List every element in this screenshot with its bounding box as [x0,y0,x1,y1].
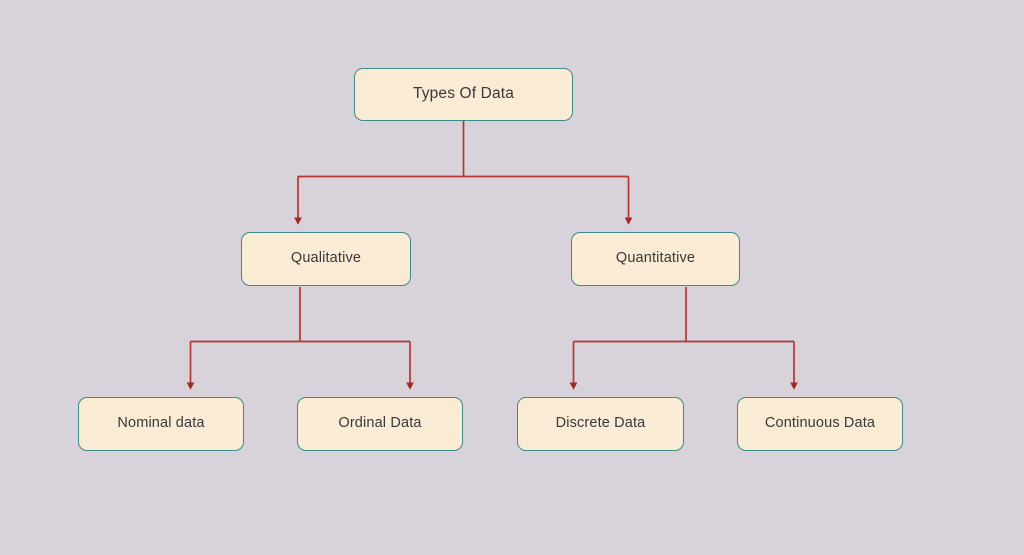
node-label: Quantitative [615,250,696,267]
node-ordinal-data[interactable]: Ordinal Data [297,397,463,451]
node-qualitative[interactable]: Qualitative [241,232,411,286]
node-label: Discrete Data [555,415,646,432]
node-nominal-data[interactable]: Nominal data [78,397,244,451]
node-label: Qualitative [290,250,362,267]
node-label: Ordinal Data [338,415,422,432]
node-types-of-data[interactable]: Types Of Data [354,68,573,121]
node-label: Continuous Data [764,415,876,432]
node-continuous-data[interactable]: Continuous Data [737,397,903,451]
node-quantitative[interactable]: Quantitative [571,232,740,286]
node-label: Nominal data [117,415,205,432]
node-discrete-data[interactable]: Discrete Data [517,397,684,451]
node-label: Types Of Data [412,85,515,103]
